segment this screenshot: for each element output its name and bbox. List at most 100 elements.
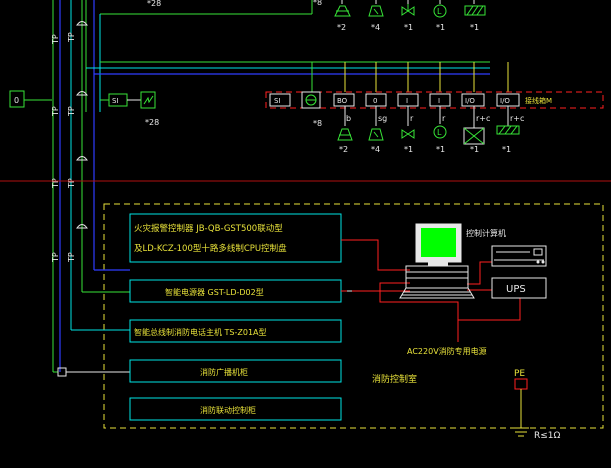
lower-count: *1: [436, 145, 445, 154]
telephone-host-box: 智能总线制消防电话主机 TS-Z01A型: [129, 319, 342, 343]
pe-label: PE: [514, 369, 525, 379]
monitor-screen: [421, 228, 456, 257]
hatched-device-icon: [496, 125, 520, 135]
controller-line-2: 及LD-KCZ-100型十路多线制CPU控制盘: [134, 243, 287, 254]
left-terminal-label: 0: [14, 96, 19, 105]
module-i-1: I: [397, 93, 419, 107]
module-io-1: I/O: [461, 93, 485, 107]
speaker-icon: [76, 156, 88, 161]
control-room-frame: [103, 203, 604, 429]
damper-icon: [463, 127, 485, 145]
vertical-risers: [52, 0, 101, 372]
resistance-label: R≤1Ω: [534, 431, 561, 441]
fire-alarm-controller-box: 火灾报警控制器 JB-QB-GST500联动型 及LD-KCZ-100型十路多线…: [129, 213, 342, 263]
linkage-cabinet-box: 消防联动控制柜: [129, 397, 342, 421]
riser-label: TP: [67, 252, 76, 263]
linkage-cabinet-label: 消防联动控制柜: [200, 405, 256, 415]
module-label: I/O: [500, 97, 510, 105]
ground-icon: PE: [513, 369, 529, 437]
manual-alarm-icon: [368, 128, 384, 141]
riser-label: TP: [67, 178, 76, 189]
lower-count: *1: [404, 145, 413, 154]
junction-box-label: 接线箱M: [525, 96, 552, 105]
wire-label: sg: [378, 114, 387, 123]
lower-count: *2: [339, 145, 348, 154]
wire-label: r+c: [510, 114, 524, 123]
ups-box: UPS: [491, 277, 547, 299]
top-partial-section: *28 *8: [85, 0, 322, 18]
lower-symbol-row: b sg r r r+c r+c L: [337, 106, 524, 154]
signal-device-icon: [140, 91, 156, 109]
power-source-label: AC220V消防专用电源: [407, 346, 487, 356]
module-io-2: I/O: [496, 93, 520, 107]
riser-label: TP: [51, 252, 60, 263]
module-bo: BO: [333, 93, 355, 107]
module-zero: 0: [365, 93, 387, 107]
smoke-detector-icon: [337, 128, 353, 141]
module-label: I: [438, 97, 440, 105]
top-partial-label-right: *8: [313, 0, 322, 7]
top-count-1: *2: [337, 23, 346, 32]
riser-label: TP: [67, 32, 76, 43]
broadcast-cabinet-box: 消防广播机柜: [129, 359, 342, 383]
top-partial-label-left: *28: [147, 0, 161, 8]
valve-icon: [401, 4, 415, 16]
speaker-icon: [76, 91, 88, 96]
riser-label: TP: [51, 34, 60, 45]
lower-count: *1: [470, 145, 479, 154]
computer-label: 控制计算机: [466, 228, 506, 238]
module-si: SI: [269, 93, 291, 107]
level-switch-icon: L: [433, 125, 447, 139]
module-label: I: [406, 97, 408, 105]
wire-label: r+c: [476, 114, 490, 123]
broadcast-cabinet-label: 消防广播机柜: [200, 367, 248, 377]
module-label: BO: [337, 97, 348, 105]
ups-label: UPS: [506, 284, 526, 295]
speaker-icons: [76, 21, 88, 229]
speaker-icon: [76, 21, 88, 26]
top-count-4: *1: [436, 23, 445, 32]
lower-count: *4: [371, 145, 380, 154]
level-switch-glyph: L: [437, 128, 442, 137]
module-label: SI: [274, 97, 281, 105]
speaker-icon: [76, 224, 88, 229]
left-module-count: *28: [145, 118, 159, 127]
wire-label: r: [442, 114, 446, 123]
top-count-2: *4: [371, 23, 380, 32]
module-below-count: *8: [313, 119, 322, 128]
module-fan: [301, 91, 321, 109]
left-si-label: SI: [112, 97, 119, 105]
manual-alarm-icon: [368, 5, 384, 17]
telephone-host-label: 智能总线制消防电话主机 TS-Z01A型: [134, 327, 267, 337]
level-switch-icon: L: [433, 4, 447, 18]
module-label: 0: [373, 97, 377, 105]
top-count-5: *1: [470, 23, 479, 32]
riser-label: TP: [67, 106, 76, 117]
speaker-icon: [57, 367, 67, 377]
riser-label: TP: [51, 106, 60, 117]
top-symbol-row: L *2 *4 *1 *1 *1: [334, 0, 486, 32]
control-room: 火灾报警控制器 JB-QB-GST500联动型 及LD-KCZ-100型十路多线…: [53, 203, 604, 441]
power-supply-box: 智能电源器 GST-LD-D02型: [129, 279, 342, 303]
lower-count: *1: [502, 145, 511, 154]
top-count-3: *1: [404, 23, 413, 32]
room-label: 消防控制室: [372, 373, 417, 385]
printer-icon: [491, 245, 547, 267]
smoke-detector-icon: [334, 5, 351, 17]
hatched-device-icon: [464, 5, 486, 16]
wire-label: b: [346, 114, 351, 123]
valve-icon: [401, 129, 415, 139]
left-terminal-box: [9, 90, 25, 108]
wire-label: r: [410, 114, 414, 123]
controller-line-1: 火灾报警控制器 JB-QB-GST500联动型: [134, 223, 283, 234]
riser-labels: TP TP TP TP TP TP TP TP: [51, 32, 76, 263]
riser-label: TP: [51, 178, 60, 189]
level-switch-glyph: L: [437, 7, 442, 16]
junction-box-zone: [265, 91, 604, 109]
module-i-2: I: [429, 93, 451, 107]
power-supply-label: 智能电源器 GST-LD-D02型: [165, 287, 264, 297]
computer-icon: [399, 223, 475, 299]
module-label: I/O: [465, 97, 475, 105]
bus-row: 0 SI *28 接线箱M SI: [9, 61, 604, 128]
